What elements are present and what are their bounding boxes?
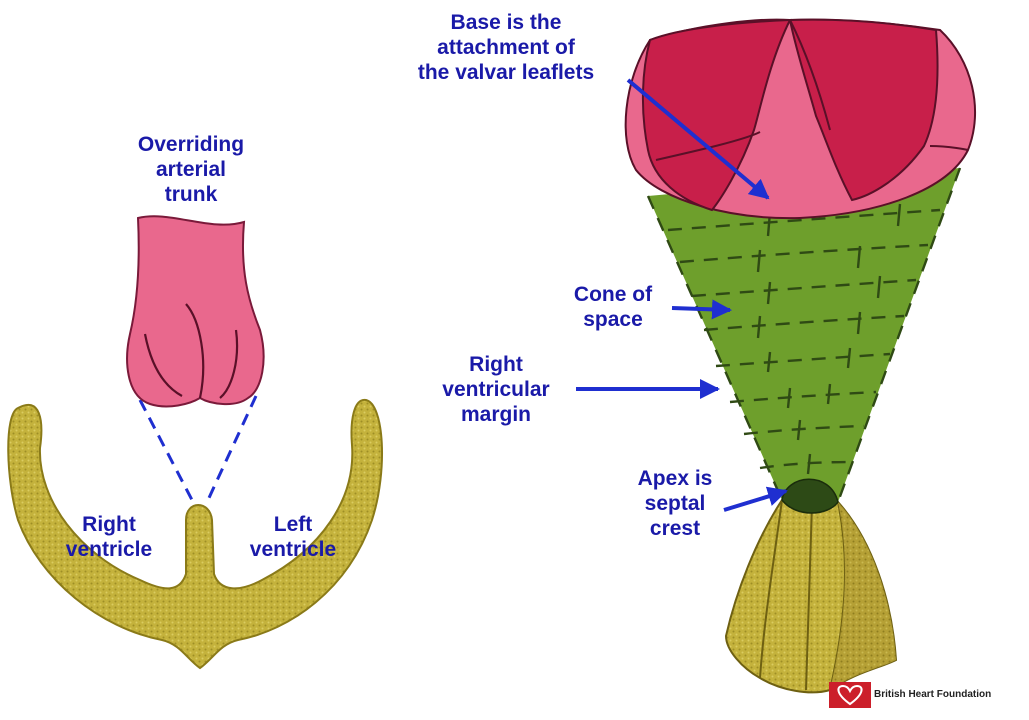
label-line: ventricle — [44, 537, 174, 562]
label-line: crest — [620, 516, 730, 541]
label-line: ventricle — [228, 537, 358, 562]
label-line: Left — [228, 512, 358, 537]
label-line: Right — [416, 352, 576, 377]
label-right-ventricular-margin: Right ventricular margin — [416, 352, 576, 427]
label-line: margin — [416, 402, 576, 427]
label-line: ventricular — [416, 377, 576, 402]
logo-text: British Heart Foundation — [874, 689, 991, 700]
label-cone-of-space: Cone of space — [558, 282, 668, 332]
label-line: septal — [620, 491, 730, 516]
label-overriding-arterial-trunk: Overriding arterial trunk — [116, 132, 266, 207]
projection-line-right — [208, 396, 256, 500]
label-line: the valvar leaflets — [386, 60, 626, 85]
label-right-ventricle: Right ventricle — [44, 512, 174, 562]
label-line: space — [558, 307, 668, 332]
heart-icon — [829, 682, 871, 708]
label-line: Apex is — [620, 466, 730, 491]
label-line: Right — [44, 512, 174, 537]
label-line: Base is the — [386, 10, 626, 35]
label-line: arterial — [116, 157, 266, 182]
label-line: trunk — [116, 182, 266, 207]
projection-line-left — [140, 400, 192, 500]
label-line: Overriding — [116, 132, 266, 157]
arterial-trunk — [127, 216, 263, 406]
label-base-attachment: Base is the attachment of the valvar lea… — [386, 10, 626, 85]
label-line: Cone of — [558, 282, 668, 307]
arrow-cone-of-space — [672, 308, 730, 310]
label-line: attachment of — [386, 35, 626, 60]
label-apex-septal-crest: Apex is septal crest — [620, 466, 730, 541]
label-left-ventricle: Left ventricle — [228, 512, 358, 562]
